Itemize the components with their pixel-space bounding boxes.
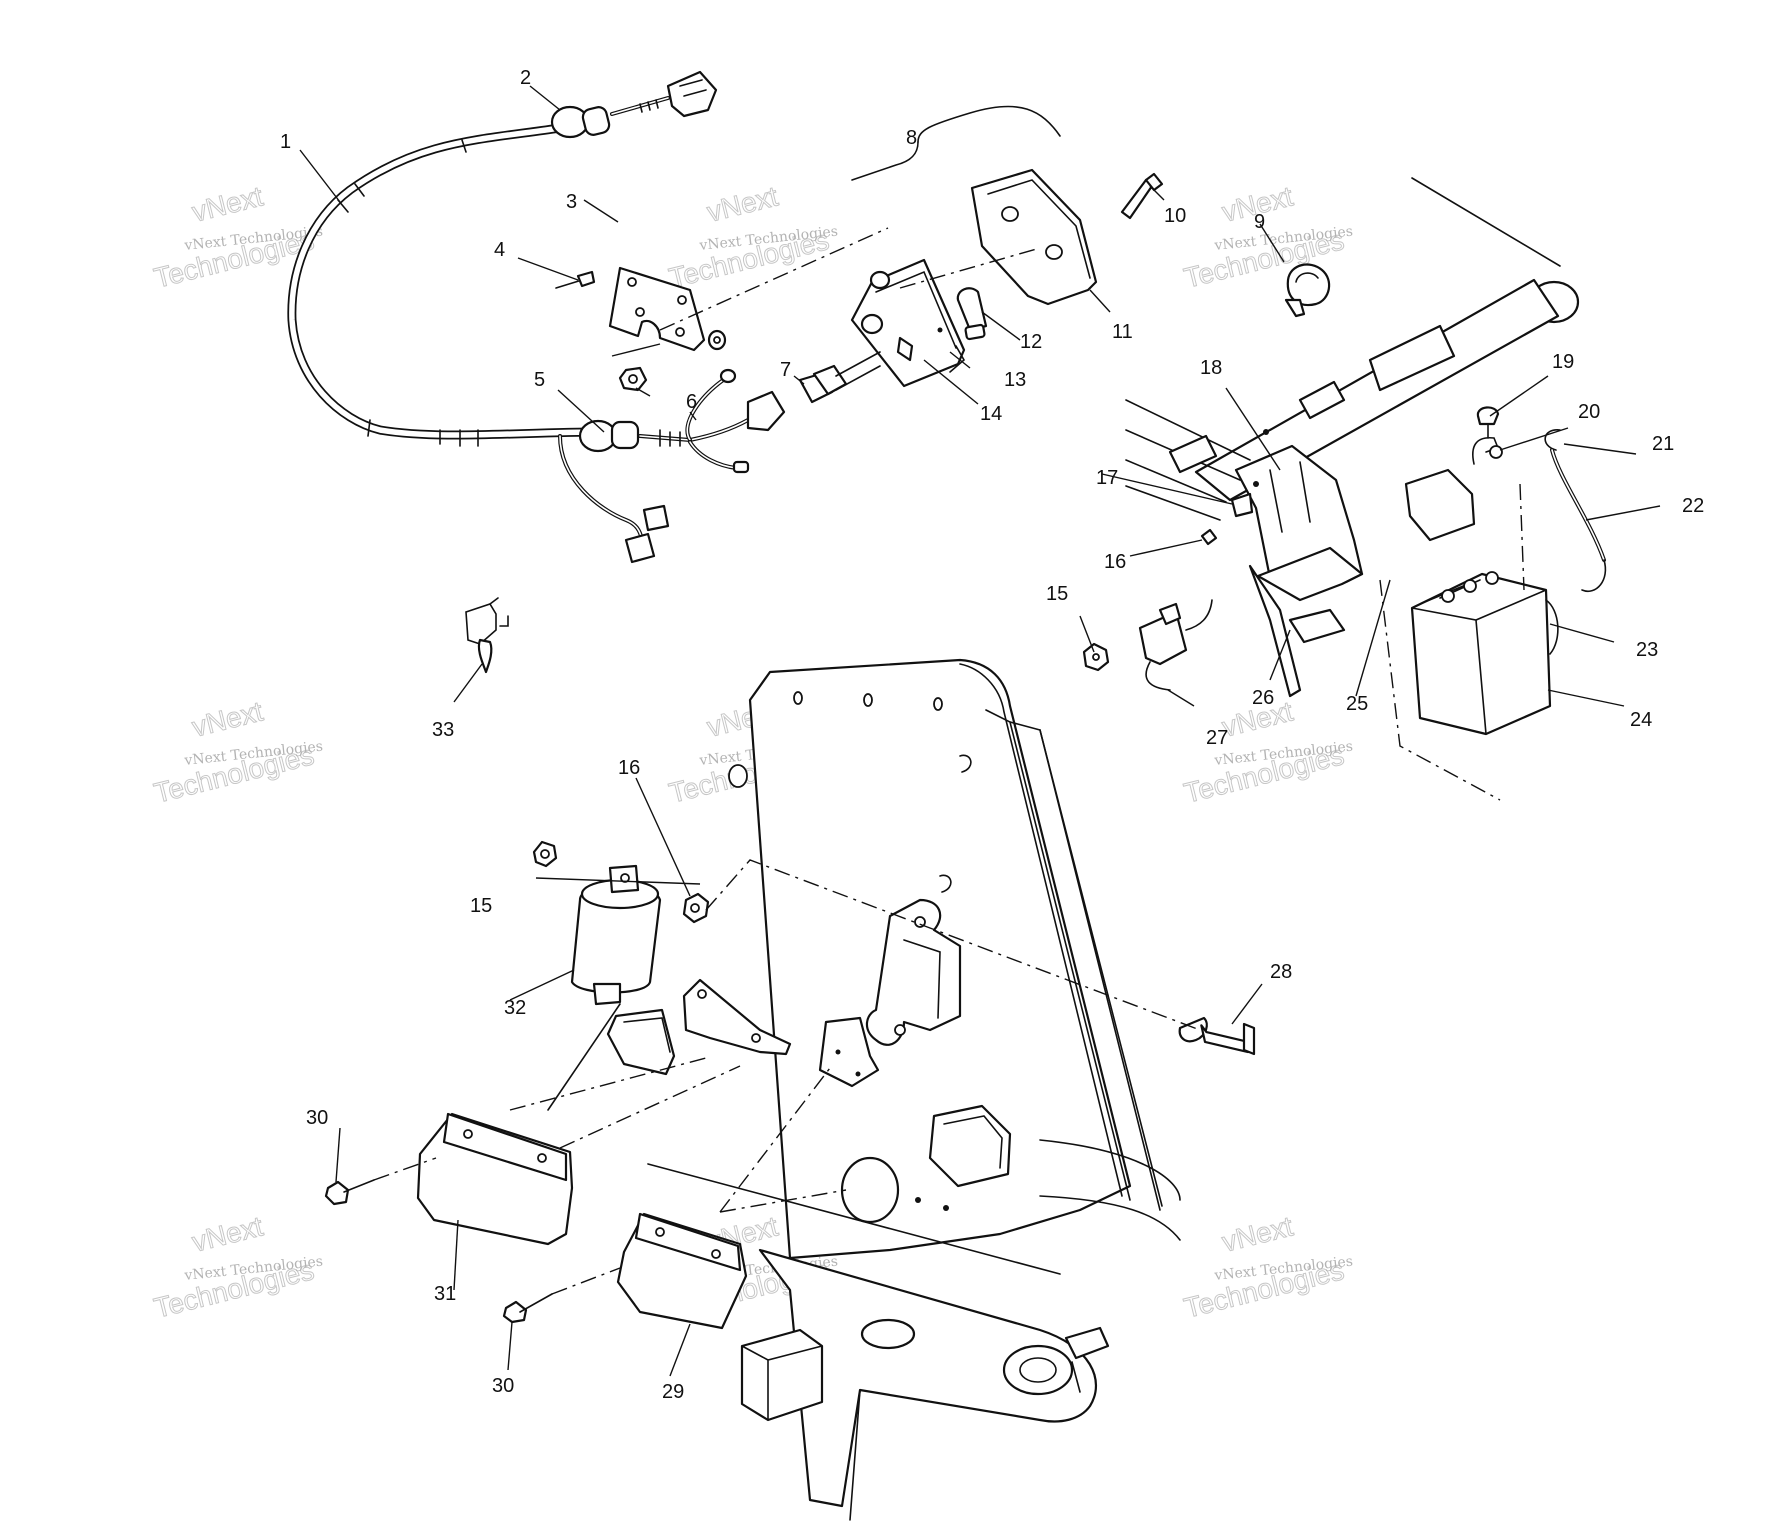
callout-5: 5 <box>534 369 545 391</box>
plate-bracket <box>555 266 727 392</box>
callout-16-lower: 16 <box>618 757 640 779</box>
callout-15-upper: 15 <box>1046 583 1068 605</box>
leader-lines <box>299 85 1661 1377</box>
callout-21: 21 <box>1652 433 1674 455</box>
callout-19: 19 <box>1552 351 1574 373</box>
callout-15-lower: 15 <box>470 895 492 917</box>
callout-3: 3 <box>566 191 577 213</box>
wire-harness <box>287 70 786 564</box>
watermark-tile: vNext vNext Technologies Technologies <box>1180 695 1353 809</box>
callout-24: 24 <box>1630 709 1652 731</box>
ignition-coil <box>532 840 710 1006</box>
callout-26: 26 <box>1252 687 1274 709</box>
watermark-text-top: vNext <box>189 1210 266 1257</box>
callout-18: 18 <box>1200 357 1222 379</box>
callout-25: 25 <box>1346 693 1368 715</box>
callout-30-lower: 30 <box>492 1375 514 1397</box>
watermark-layer: vNext vNext Technologies Technologies vN… <box>150 180 1353 1324</box>
callout-33: 33 <box>432 719 454 741</box>
rear-panel <box>728 658 1163 1260</box>
watermark-text-top: vNext <box>704 180 781 227</box>
watermark-tile: vNext vNext Technologies Technologies <box>150 695 323 809</box>
tail-light-assembly <box>659 105 1164 404</box>
callout-32: 32 <box>504 997 526 1019</box>
callout-29: 29 <box>662 1381 684 1403</box>
callout-22: 22 <box>1682 495 1704 517</box>
callout-12: 12 <box>1020 331 1042 353</box>
callout-27: 27 <box>1206 727 1228 749</box>
callout-17: 17 <box>1096 467 1118 489</box>
callout-20: 20 <box>1578 401 1600 423</box>
watermark-tile: vNext vNext Technologies Technologies <box>150 1210 323 1324</box>
grommet-5 <box>578 419 692 453</box>
callout-labels: 1 2 3 4 5 6 7 8 9 10 11 12 13 14 15 16 1… <box>280 67 1704 1403</box>
clip-9 <box>1284 263 1331 318</box>
callout-14: 14 <box>980 403 1002 425</box>
callout-10: 10 <box>1164 205 1186 227</box>
callout-11: 11 <box>1112 321 1133 343</box>
callout-30-upper: 30 <box>306 1107 328 1129</box>
callout-6: 6 <box>686 391 697 413</box>
callout-2: 2 <box>520 67 531 89</box>
lower-shields <box>324 859 1256 1330</box>
callout-31: 31 <box>434 1283 456 1305</box>
callout-16-upper: 16 <box>1104 551 1126 573</box>
callout-13: 13 <box>1004 369 1026 391</box>
battery-assembly <box>1379 406 1607 801</box>
callout-8: 8 <box>906 127 917 149</box>
callout-28: 28 <box>1270 961 1292 983</box>
grommet-2 <box>550 70 718 139</box>
watermark-tile: vNext vNext Technologies Technologies <box>665 180 838 294</box>
watermark-tile: vNext vNext Technologies Technologies <box>1180 1210 1353 1324</box>
watermark-text-top: vNext <box>1219 1210 1296 1257</box>
lower-chassis <box>647 1139 1181 1521</box>
callout-7: 7 <box>780 359 791 381</box>
callout-9: 9 <box>1254 211 1265 233</box>
callout-1: 1 <box>280 131 291 153</box>
callout-23: 23 <box>1636 639 1658 661</box>
watermark-text-top: vNext <box>189 180 266 227</box>
item-33 <box>465 597 509 674</box>
callout-4: 4 <box>494 239 505 261</box>
relay-upper <box>1082 528 1218 691</box>
frame-upper-right <box>1125 177 1580 698</box>
watermark-text-top: vNext <box>189 695 266 742</box>
